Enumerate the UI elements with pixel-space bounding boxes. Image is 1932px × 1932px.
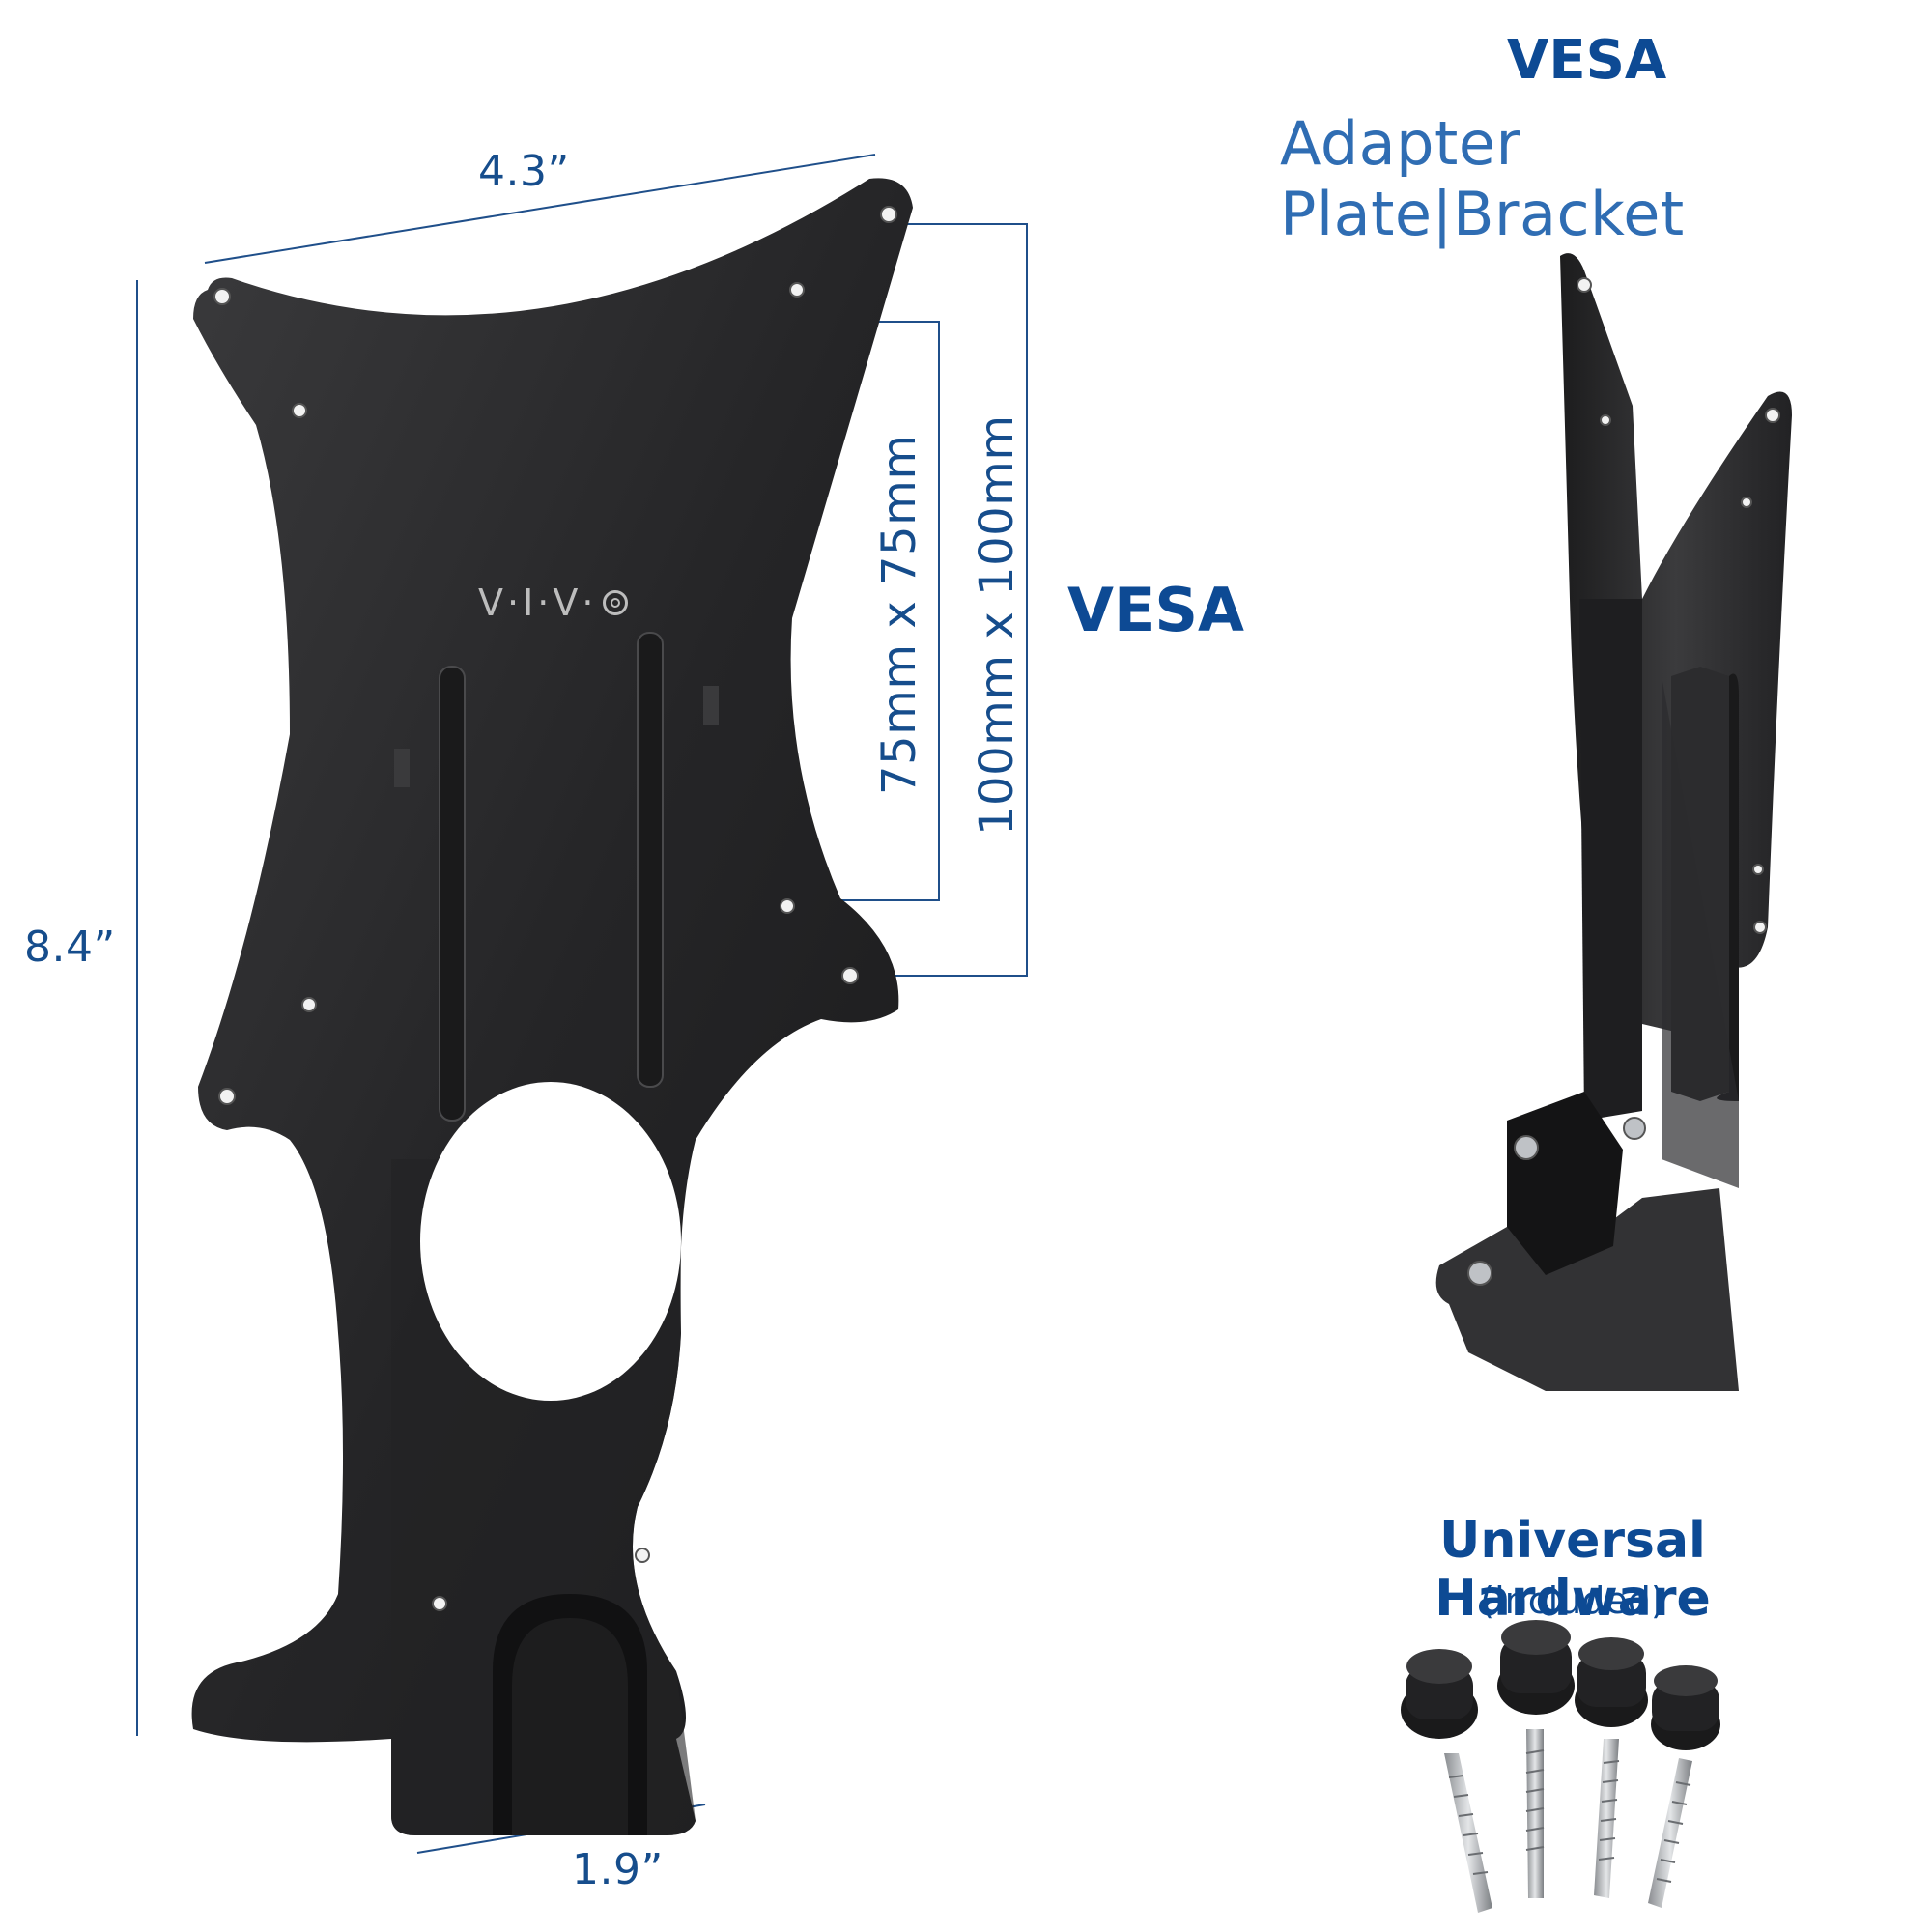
brand-logo: V·I·V·	[478, 582, 629, 624]
u-slot	[493, 1594, 647, 1835]
rib-left	[439, 666, 466, 1122]
width-dimension-label: 4.3”	[478, 147, 570, 196]
logo-mark-icon	[603, 590, 629, 615]
hardware-title: Universal Hardware	[1435, 1512, 1711, 1628]
knob-2	[1497, 1620, 1575, 1898]
knob-3	[1575, 1637, 1648, 1898]
bracket-side-view	[1435, 253, 1792, 1391]
vesa-100-dimension-label: 100mm x 100mm	[970, 414, 1024, 836]
knob-4	[1648, 1665, 1720, 1908]
header-title: VESA	[1507, 29, 1667, 92]
hardware-subtitle: (included)	[1480, 1579, 1665, 1622]
brand-logo-text: V·I·V·	[478, 582, 598, 624]
rib-right	[637, 632, 664, 1088]
knob-1	[1401, 1649, 1492, 1913]
vesa-75-dimension-label: 75mm x 75mm	[872, 434, 926, 795]
hardware-knobs	[1401, 1620, 1720, 1913]
oval-cutout	[420, 1082, 681, 1401]
adapter-plate	[191, 178, 914, 1835]
width-dimension-line	[204, 154, 876, 264]
header-subtitle: Adapter Plate|Bracket	[1280, 108, 1685, 249]
height-dimension-label: 8.4”	[24, 923, 116, 972]
mounting-holes	[213, 206, 897, 1611]
vesa-100-bracket	[843, 223, 1028, 977]
vesa-side-label: VESA	[1067, 575, 1244, 645]
bottom-width-dimension-label: 1.9”	[572, 1845, 664, 1894]
clamp	[1435, 1188, 1739, 1391]
